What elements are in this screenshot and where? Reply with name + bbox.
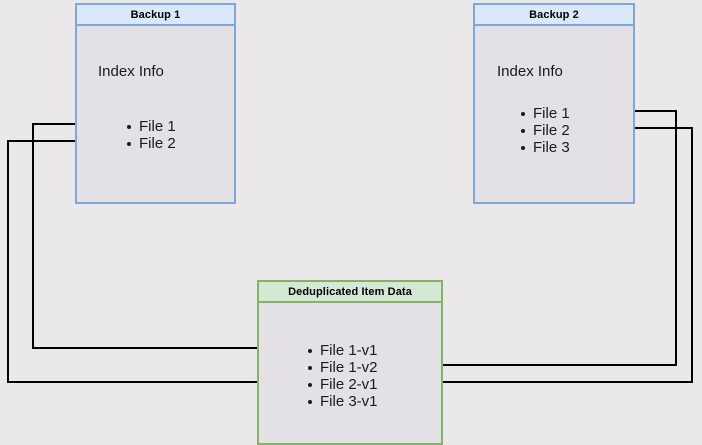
list-item[interactable]: File 1-v2 — [306, 359, 378, 376]
list-item[interactable]: File 2 — [519, 122, 570, 139]
list-item[interactable]: File 1-v1 — [306, 342, 378, 359]
list-item[interactable]: File 1 — [125, 118, 176, 135]
backup-2-file-list: File 1 File 2 File 3 — [519, 105, 570, 156]
backup-2-index-info-label: Index Info — [497, 63, 563, 80]
backup-2-box[interactable]: Backup 2 Index Info File 1 File 2 File 3 — [473, 3, 635, 204]
backup-1-header: Backup 1 — [77, 5, 234, 26]
backup-1-file-list: File 1 File 2 — [125, 118, 176, 152]
list-item[interactable]: File 1 — [519, 105, 570, 122]
backup-2-header: Backup 2 — [475, 5, 633, 26]
list-item[interactable]: File 2-v1 — [306, 376, 378, 393]
deduplicated-file-list: File 1-v1 File 1-v2 File 2-v1 File 3-v1 — [306, 342, 378, 410]
deduplicated-item-data-box[interactable]: Deduplicated Item Data File 1-v1 File 1-… — [257, 280, 443, 445]
backup-1-box[interactable]: Backup 1 Index Info File 1 File 2 — [75, 3, 236, 204]
list-item[interactable]: File 3 — [519, 139, 570, 156]
deduplicated-item-data-header: Deduplicated Item Data — [259, 282, 441, 303]
list-item[interactable]: File 2 — [125, 135, 176, 152]
list-item[interactable]: File 3-v1 — [306, 393, 378, 410]
backup-1-index-info-label: Index Info — [98, 63, 164, 80]
